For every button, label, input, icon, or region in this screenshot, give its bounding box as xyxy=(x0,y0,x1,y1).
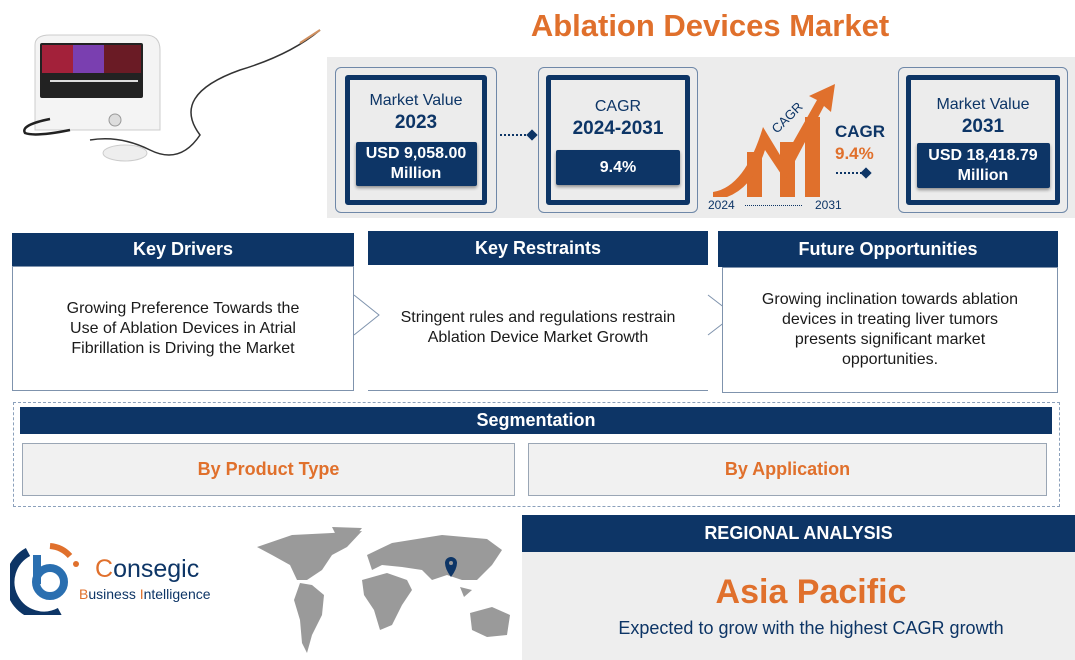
timeline-arrow xyxy=(745,205,802,206)
tag-ntelligence: ntelligence xyxy=(143,586,211,602)
end-year: 2031 xyxy=(815,198,842,212)
cagr-period: 2024-2031 xyxy=(572,118,664,139)
opportunities-body: Growing inclination towards ablation dev… xyxy=(722,267,1058,393)
drivers-text: Growing Preference Towards the Use of Ab… xyxy=(66,299,300,357)
opportunities-header: Future Opportunities xyxy=(718,231,1058,267)
restraints-text: Stringent rules and regulations restrain… xyxy=(400,308,676,346)
cagr-side-label: CAGR xyxy=(835,122,886,141)
segmentation-header: Segmentation xyxy=(20,407,1052,434)
market-value-2023: USD 9,058.00 Million xyxy=(355,142,477,186)
connector-line xyxy=(500,134,530,136)
location-pin-icon xyxy=(445,557,457,577)
cagr-side-value: 9.4% xyxy=(835,144,874,163)
market-value-2031: USD 18,418.79 Million xyxy=(916,143,1050,188)
market-value-label: Market Value xyxy=(369,92,463,109)
regional-region: Asia Pacific xyxy=(715,573,907,611)
restraints-body: Stringent rules and regulations restrain… xyxy=(368,265,708,391)
unit: Million xyxy=(957,166,1009,184)
page-title: Ablation Devices Market xyxy=(530,8,890,43)
consegic-logo-icon xyxy=(10,543,79,615)
market-value-2023-inner: Market Value 2023 USD 9,058.00 Million xyxy=(345,75,487,205)
market-value-2031-inner: Market Value 2031 USD 18,418.79 Million xyxy=(906,75,1060,205)
cagr-inner: CAGR 2024-2031 9.4% xyxy=(546,75,690,205)
regional-header: REGIONAL ANALYSIS xyxy=(522,515,1075,552)
metrics-panel xyxy=(327,57,1075,218)
segment-product-type[interactable]: By Product Type xyxy=(22,443,515,496)
logo-name: Consegic xyxy=(95,555,199,584)
restraints-header: Key Restraints xyxy=(368,231,708,265)
drivers-header: Key Drivers xyxy=(12,233,354,266)
market-value-2031-card xyxy=(898,67,1068,213)
ablation-device-image xyxy=(23,29,321,162)
unit: Million xyxy=(390,165,442,182)
regional-text: Expected to grow with the highest CAGR g… xyxy=(618,618,1004,638)
world-map xyxy=(257,527,510,653)
regional-panel xyxy=(522,552,1075,660)
market-value-2023-card xyxy=(335,67,497,213)
segmentation-section xyxy=(13,402,1060,507)
cagr-card xyxy=(538,67,698,213)
opportunities-text: Growing inclination towards ablation dev… xyxy=(761,291,1019,368)
logo-initial: C xyxy=(95,555,114,583)
logo-tagline: Business Intelligence xyxy=(79,586,211,602)
tag-usiness: usiness xyxy=(88,586,140,602)
market-value-year: 2031 xyxy=(961,116,1005,137)
connector-line xyxy=(836,172,862,174)
logo-name-rest: onsegic xyxy=(113,555,200,583)
market-value-year: 2023 xyxy=(394,112,438,133)
tag-b: B xyxy=(79,586,89,602)
segment-application[interactable]: By Application xyxy=(528,443,1047,496)
value: USD 9,058.00 xyxy=(365,145,467,162)
value: USD 18,418.79 xyxy=(928,146,1038,164)
tag-i: I xyxy=(139,586,144,602)
start-year: 2024 xyxy=(708,198,735,212)
cagr-value: 9.4% xyxy=(556,150,680,185)
cagr-label: CAGR xyxy=(594,98,642,115)
growth-chart-icon: CAGR xyxy=(713,84,835,197)
market-value-label: Market Value xyxy=(936,96,1030,113)
chevron-divider xyxy=(354,294,734,336)
drivers-body: Growing Preference Towards the Use of Ab… xyxy=(12,266,354,391)
